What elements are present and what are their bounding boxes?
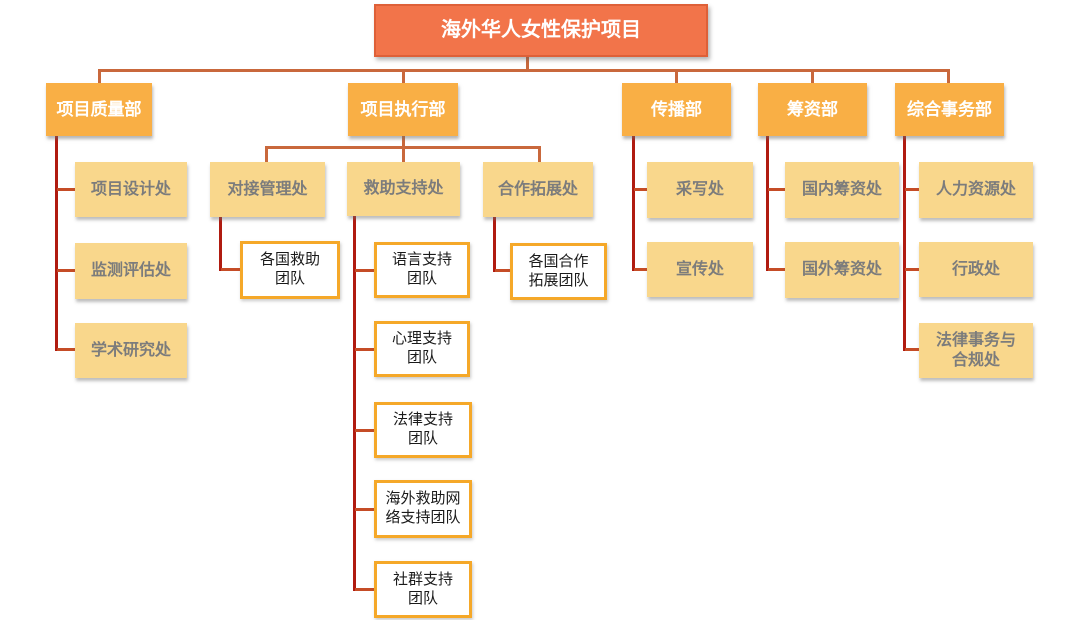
connector-rescue-trunk — [353, 216, 356, 591]
node-dept-comms: 传播部 — [622, 83, 731, 136]
node-office-cooperation-dev: 合作拓展处 — [483, 162, 593, 217]
node-office-administration: 行政处 — [919, 242, 1033, 297]
connector-exec-rail — [265, 146, 541, 149]
connector-comms-stub-1 — [634, 188, 647, 191]
connector-exec-child-3 — [538, 148, 541, 162]
connector-quality-stub-1 — [57, 188, 75, 191]
connector-rescue-stub-2 — [355, 348, 374, 351]
connector-exec-child-2 — [402, 148, 405, 162]
connector-coop-trunk — [493, 217, 496, 272]
connector-fund-stub-2 — [768, 268, 785, 271]
node-team-community-support: 社群支持 团队 — [374, 561, 472, 618]
node-office-overseas-funding: 国外筹资处 — [785, 242, 899, 298]
connector-drop-fundraising — [811, 70, 814, 83]
connector-drop-general — [947, 70, 950, 83]
node-dept-quality: 项目质量部 — [46, 83, 152, 136]
node-team-psych-support: 心理支持 团队 — [374, 321, 470, 377]
node-team-overseas-network: 海外救助网 络支持团队 — [374, 480, 472, 538]
connector-exec-drop — [402, 136, 405, 148]
connector-general-trunk — [903, 136, 906, 351]
node-office-liaison-mgmt: 对接管理处 — [210, 162, 325, 217]
node-dept-general: 综合事务部 — [895, 83, 1004, 136]
connector-quality-trunk — [55, 136, 58, 351]
connector-drop-quality — [98, 70, 101, 83]
connector-drop-comms — [675, 70, 678, 83]
connector-rescue-stub-5 — [355, 588, 374, 591]
connector-quality-stub-2 — [57, 269, 75, 272]
connector-rescue-stub-3 — [355, 429, 374, 432]
connector-coop-stub — [495, 269, 510, 272]
connector-liaison-trunk — [219, 217, 222, 271]
connector-general-stub-3 — [905, 348, 919, 351]
node-dept-fundraising: 筹资部 — [758, 83, 867, 136]
node-team-language-support: 语言支持 团队 — [374, 242, 470, 298]
node-office-project-design: 项目设计处 — [75, 162, 187, 217]
connector-root-drop — [526, 57, 529, 71]
node-office-legal-compliance: 法律事务与 合规处 — [919, 323, 1033, 378]
node-root-project: 海外华人女性保护项目 — [374, 4, 708, 57]
connector-comms-trunk — [632, 136, 635, 271]
node-office-monitoring-eval: 监测评估处 — [75, 243, 187, 299]
connector-quality-stub-3 — [57, 348, 75, 351]
connector-rescue-stub-1 — [355, 269, 374, 272]
connector-level2-rail — [98, 69, 950, 72]
connector-general-stub-2 — [905, 268, 919, 271]
connector-drop-execution — [402, 70, 405, 83]
node-office-reporting: 采写处 — [647, 162, 753, 218]
connector-rescue-stub-4 — [355, 508, 374, 511]
node-team-country-rescue: 各国救助 团队 — [240, 241, 340, 299]
node-team-country-coop: 各国合作 拓展团队 — [510, 243, 607, 300]
connector-comms-stub-2 — [634, 268, 647, 271]
node-office-rescue-support: 救助支持处 — [347, 162, 460, 216]
node-office-academic-research: 学术研究处 — [75, 323, 187, 378]
connector-general-stub-1 — [905, 188, 919, 191]
connector-fund-trunk — [766, 136, 769, 271]
connector-fund-stub-1 — [768, 188, 785, 191]
node-office-publicity: 宣传处 — [647, 242, 753, 297]
connector-liaison-stub — [221, 268, 240, 271]
node-team-legal-support: 法律支持 团队 — [374, 402, 472, 458]
connector-exec-child-1 — [265, 148, 268, 162]
node-office-domestic-funding: 国内筹资处 — [785, 162, 899, 218]
node-office-human-resources: 人力资源处 — [919, 162, 1033, 218]
node-dept-execution: 项目执行部 — [348, 83, 458, 136]
